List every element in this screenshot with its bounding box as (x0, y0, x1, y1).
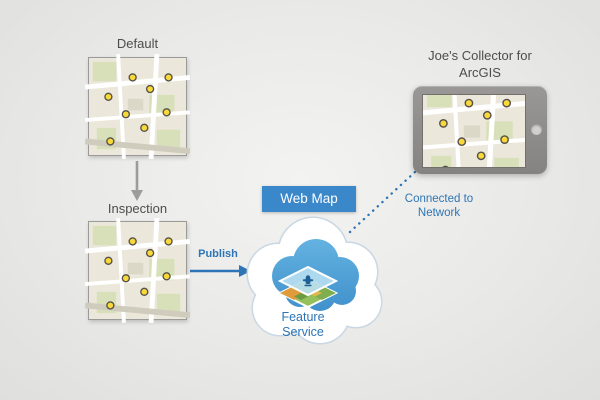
down-arrow-icon (131, 161, 143, 201)
publish-arrow-icon (190, 265, 251, 277)
default-map-label: Default (116, 36, 159, 51)
publish-label: Publish (198, 248, 238, 260)
tablet-icon (413, 86, 547, 174)
web-map-badge: Web Map (262, 186, 356, 212)
inspection-map-thumbnail (88, 221, 187, 320)
tablet-home-button (531, 124, 542, 135)
cloud-icon (246, 216, 383, 345)
device-label: Joe's Collector for ArcGIS (428, 48, 532, 80)
hydrant-symbol-icon (302, 275, 314, 287)
feature-service-label: Feature Service (281, 310, 325, 339)
inspection-map-label: Inspection (107, 201, 168, 216)
feature-layers-icon (277, 265, 339, 309)
default-map-thumbnail (88, 57, 187, 156)
connected-to-network-label: Connected to Network (404, 193, 474, 220)
dotted-connection-line (348, 158, 430, 234)
tablet-screen-map (422, 94, 526, 168)
